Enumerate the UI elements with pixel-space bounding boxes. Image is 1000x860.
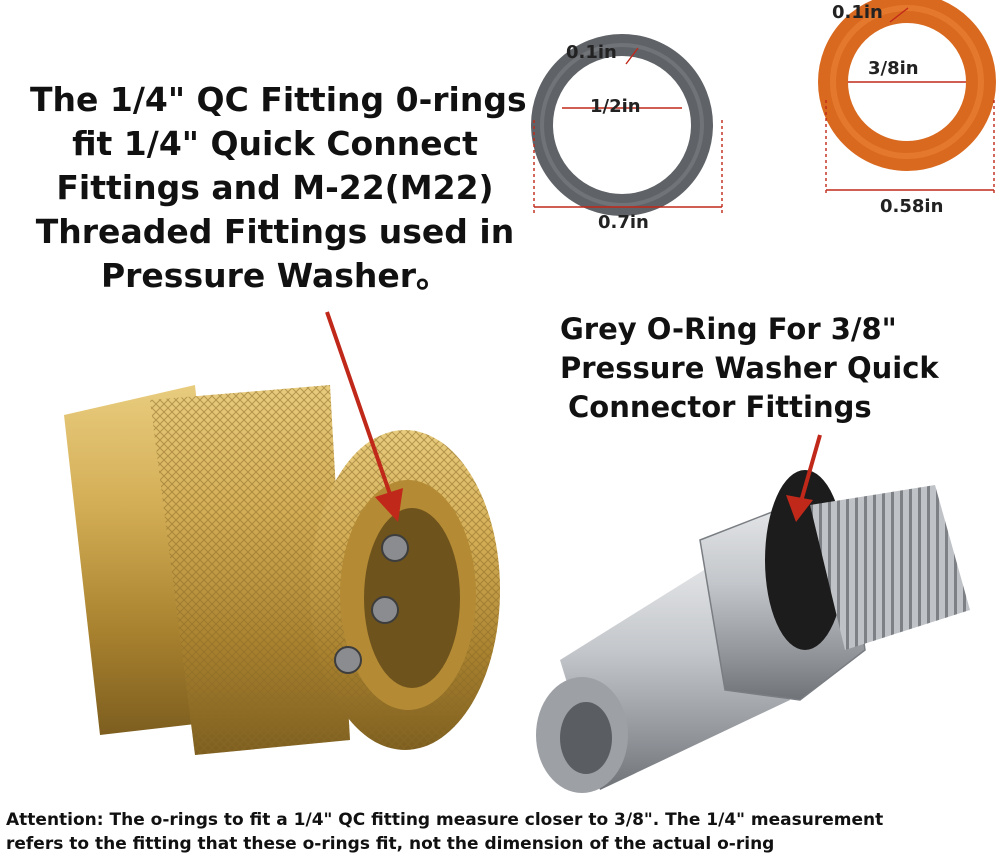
grey-caption-line-1: Grey O-Ring For 3/8"	[560, 312, 897, 346]
brass-quick-connect-coupler	[64, 385, 500, 755]
grey-o-ring	[531, 34, 713, 216]
attention-line-2: refers to the fitting that these o-rings…	[6, 834, 775, 854]
grey-o-ring-inner-diameter-label: 1/2in	[590, 96, 641, 117]
headline-text: The 1/4" QC Fitting 0-rings fit 1/4" Qui…	[30, 78, 527, 298]
orange-o-ring-thickness-label: 0.1in	[832, 2, 883, 23]
stainless-steel-plug	[536, 470, 970, 793]
arrow-to-grey-o-ring	[786, 434, 822, 522]
grey-o-ring-dimension-lines	[533, 47, 723, 214]
grey-o-ring-outer-diameter-label: 0.7in	[598, 212, 649, 233]
attention-line-1: Attention: The o-rings to fit a 1/4" QC …	[6, 810, 884, 830]
grey-caption-line-2: Pressure Washer Quick	[560, 351, 939, 385]
grey-caption-line-3: Connector Fittings	[568, 390, 872, 424]
grey-o-ring-thickness-label: 0.1in	[566, 42, 617, 63]
headline-line-4: Threaded Fittings used in	[35, 212, 515, 251]
orange-o-ring-inner-diameter-label: 3/8in	[868, 58, 919, 79]
orange-o-ring-dimension-lines	[825, 7, 995, 196]
attention-note: Attention: The o-rings to fit a 1/4" QC …	[6, 808, 996, 856]
headline-line-3: Fittings and M-22(M22)	[56, 168, 494, 207]
orange-o-ring-outer-diameter-label: 0.58in	[880, 196, 944, 217]
grey-o-ring-caption: Grey O-Ring For 3/8" Pressure Washer Qui…	[560, 310, 990, 427]
headline-line-2: fit 1/4" Quick Connect	[72, 124, 478, 163]
headline-line-5: Pressure Washer。	[100, 256, 450, 295]
headline-line-1: The 1/4" QC Fitting 0-rings	[30, 80, 527, 119]
arrow-to-brass-o-ring	[325, 311, 403, 522]
